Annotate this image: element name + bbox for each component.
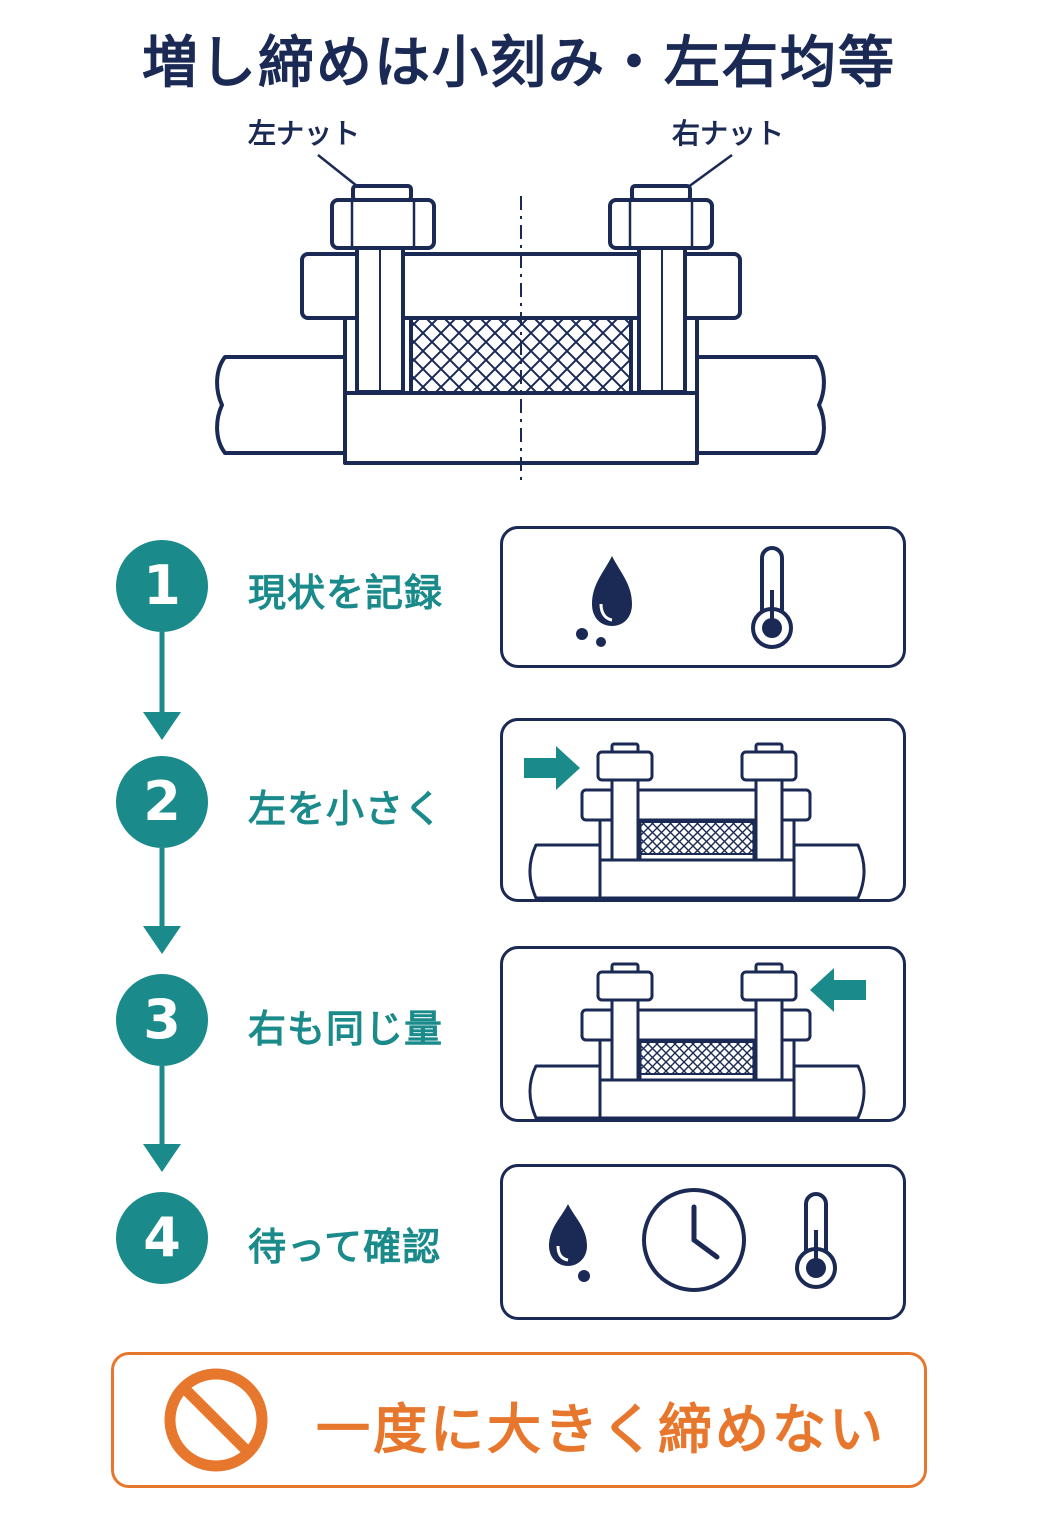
water-drop-icon (549, 1204, 590, 1282)
flange-right-tighten-icon (528, 962, 866, 1120)
warning-text: 一度に大きく締めない (316, 1398, 886, 1461)
left-nut-shape (330, 184, 436, 250)
step-3-label: 右も同じ量 (248, 1007, 444, 1051)
flow-arrows (143, 632, 181, 1172)
clock-icon (642, 1188, 746, 1292)
arrow-right-icon (524, 746, 580, 790)
step-3-panel (500, 946, 906, 1122)
step-1-number: 1 (116, 540, 208, 632)
main-flange-diagram (215, 153, 826, 482)
step-1-label: 現状を記録 (248, 571, 444, 615)
left-nut-label: 左ナット (248, 117, 361, 150)
step-4-panel (500, 1164, 906, 1320)
step-4-number: 4 (116, 1192, 208, 1284)
step-1-panel (500, 526, 906, 668)
prohibited-icon (164, 1368, 268, 1472)
step-2-panel (500, 718, 906, 902)
left-pipe (215, 355, 347, 455)
right-nut-leader (683, 153, 733, 192)
page-title: 増し締めは小刻み・左右均等 (142, 31, 896, 96)
thermometer-icon (795, 1192, 837, 1289)
right-nut-shape (608, 184, 714, 250)
step-2-label: 左を小さく (248, 787, 444, 831)
step-4-label: 待って確認 (248, 1225, 442, 1269)
thermometer-icon (751, 546, 793, 649)
step-2-number: 2 (116, 756, 208, 848)
right-nut-label: 右ナット (672, 117, 785, 150)
warning-box (111, 1352, 927, 1488)
step-3-number: 3 (116, 974, 208, 1066)
left-nut-leader (317, 154, 363, 191)
water-drop-icon (576, 556, 632, 647)
arrow-left-icon (810, 968, 866, 1012)
right-pipe (694, 355, 826, 455)
flange-left-tighten-icon (528, 742, 866, 900)
